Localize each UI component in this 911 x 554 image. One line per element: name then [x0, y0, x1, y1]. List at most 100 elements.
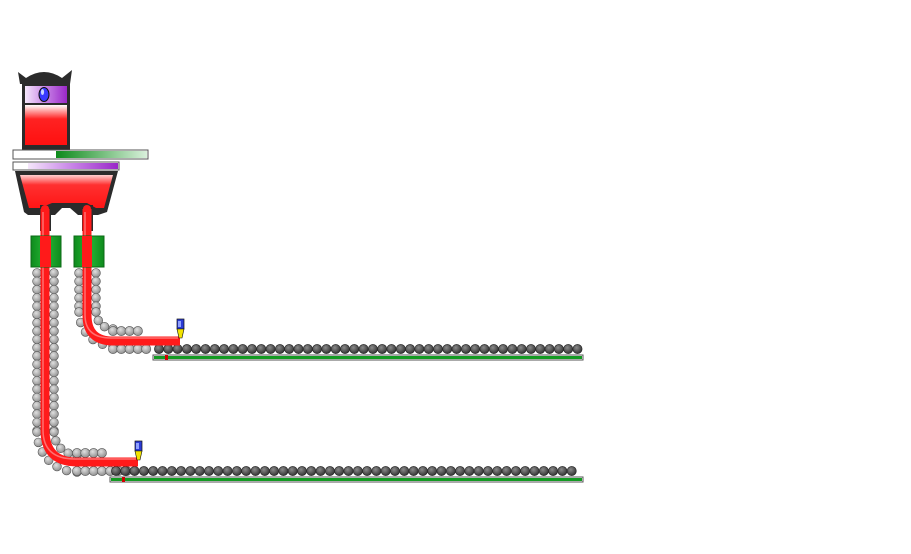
strand-2-runout-bar	[152, 354, 584, 361]
strand-2-runout-roll	[507, 344, 518, 354]
tundish-icon[interactable]	[15, 171, 118, 231]
ladle-lid	[18, 70, 72, 84]
strand-2-runout-roll	[228, 344, 239, 354]
tundish-steel	[20, 175, 113, 208]
strand-1-runout-roll	[231, 466, 242, 476]
strand-1-runout-roll	[138, 466, 149, 476]
strand-1-roll	[49, 284, 59, 295]
strand-1-roll	[32, 359, 42, 369]
strand-2-roll	[93, 315, 104, 326]
strand-1-runout-roll	[157, 466, 168, 476]
strand-2-runout-roll	[274, 344, 285, 354]
strand-2-runout-roll	[330, 344, 341, 354]
strand-2-cut-marker	[165, 355, 168, 360]
strand-1-runout-roll	[511, 466, 521, 476]
strand-1-runout-roll	[250, 466, 261, 476]
strand-2-runout-roll	[265, 344, 276, 354]
strand-1-roll	[49, 301, 59, 311]
strand-1-runout-roll	[436, 466, 447, 476]
strand-1-runout-roll	[529, 466, 540, 476]
strand-2-runout-roll	[386, 344, 397, 354]
strand-1-runout-roll	[371, 466, 382, 476]
strand-2-roll	[74, 276, 84, 286]
strand-2-roll	[91, 293, 101, 303]
strand-1-roll	[49, 351, 59, 361]
strand-1-runout-roll	[278, 466, 289, 476]
strand-2-runout-roll	[172, 344, 183, 354]
strand-2-cutting-torch[interactable]	[176, 318, 185, 339]
strand-1-cutting-torch[interactable]	[134, 440, 143, 461]
strand-1-roll	[49, 318, 59, 328]
strand-1-runout-roll	[380, 466, 391, 476]
strand-1-roll	[49, 326, 59, 336]
strand-1-roll	[32, 326, 42, 336]
strand-1-roll	[32, 293, 42, 303]
strand-1-runout-roll	[520, 466, 531, 476]
strand-1-runout-fill	[111, 478, 582, 481]
strand-2-roll	[124, 344, 135, 354]
strand-2-roll	[74, 284, 84, 295]
strand-2-runout-roll	[498, 344, 508, 354]
strand-1-runout-roll	[334, 466, 345, 476]
strand-1-roll	[61, 465, 72, 476]
ladle-weight-bar	[12, 149, 149, 160]
strand-2-roll	[91, 307, 101, 317]
strand-1-runout-roll	[176, 466, 186, 476]
strand-1-roll	[32, 309, 42, 320]
strand-2-runout-roll	[358, 344, 369, 354]
strand-2-roll	[108, 326, 118, 336]
strand-2-roll	[91, 284, 101, 295]
ladle-icon[interactable]	[18, 70, 72, 150]
strand-1-runout-roll	[222, 466, 233, 476]
strand-2-runout-roll	[423, 344, 434, 354]
strand-2-runout-roll	[191, 344, 202, 354]
strand-2-roll	[124, 326, 135, 336]
strand-1-roll	[49, 309, 59, 320]
strand-1-roll	[55, 443, 66, 453]
strand-1-roll	[32, 376, 42, 386]
strand-1-roll	[32, 334, 42, 345]
strand-1-runout-roll	[455, 466, 465, 476]
strand-2-roll	[74, 293, 84, 303]
strand-1-runout-roll	[315, 466, 326, 476]
strand-1-roll	[32, 351, 42, 361]
strand-1-runout-roll	[538, 466, 549, 476]
strand-2-runout-roll	[572, 344, 583, 354]
strand-1-roll	[88, 466, 99, 476]
strand-1-roll	[49, 427, 59, 437]
strand-1-runout-roll	[473, 466, 484, 476]
strand-1[interactable]	[40, 209, 138, 467]
cutting-torch-icon[interactable]	[134, 318, 185, 461]
strand-1-roll	[32, 268, 42, 278]
strand-1-runout-roll	[343, 466, 354, 476]
strand-1-roll	[32, 343, 42, 353]
strand-1-roll	[88, 448, 99, 458]
ladle-sight-glass-shine	[40, 89, 45, 95]
mold-icon[interactable]	[30, 235, 105, 268]
ladle-weight-bar-fill	[56, 151, 147, 158]
strand-1-runout-roll	[492, 466, 503, 476]
strand-2-runout-roll	[293, 344, 304, 354]
strand-2-runout-roll	[460, 344, 471, 354]
strand-1-runout-roll	[269, 466, 279, 476]
strand-1-cut-marker	[122, 477, 125, 482]
strand-1-runout-roll	[297, 466, 307, 476]
strand-1-runout-roll	[287, 466, 298, 476]
ladle-position-bar	[12, 161, 120, 171]
strand-2-runout-roll	[154, 344, 164, 354]
strand-2-steel-highlight	[84, 212, 178, 339]
strand-2-runout-roll	[209, 344, 220, 354]
strand-1-roll	[32, 367, 42, 378]
strand-2-runout-roll	[367, 344, 378, 354]
strand-1-roll	[97, 448, 107, 458]
strand-2-runout-roll	[321, 344, 332, 354]
strand-1-runout-roll	[185, 466, 196, 476]
strand-2-runout-roll	[535, 344, 546, 354]
strand-2-roll	[132, 326, 143, 336]
strand-2-runout-roll	[544, 344, 555, 354]
strand-1-roll	[32, 384, 42, 394]
strand-2-runout-roll	[284, 344, 295, 354]
strand-2[interactable]	[82, 209, 180, 346]
strand-2-roll	[132, 344, 143, 354]
